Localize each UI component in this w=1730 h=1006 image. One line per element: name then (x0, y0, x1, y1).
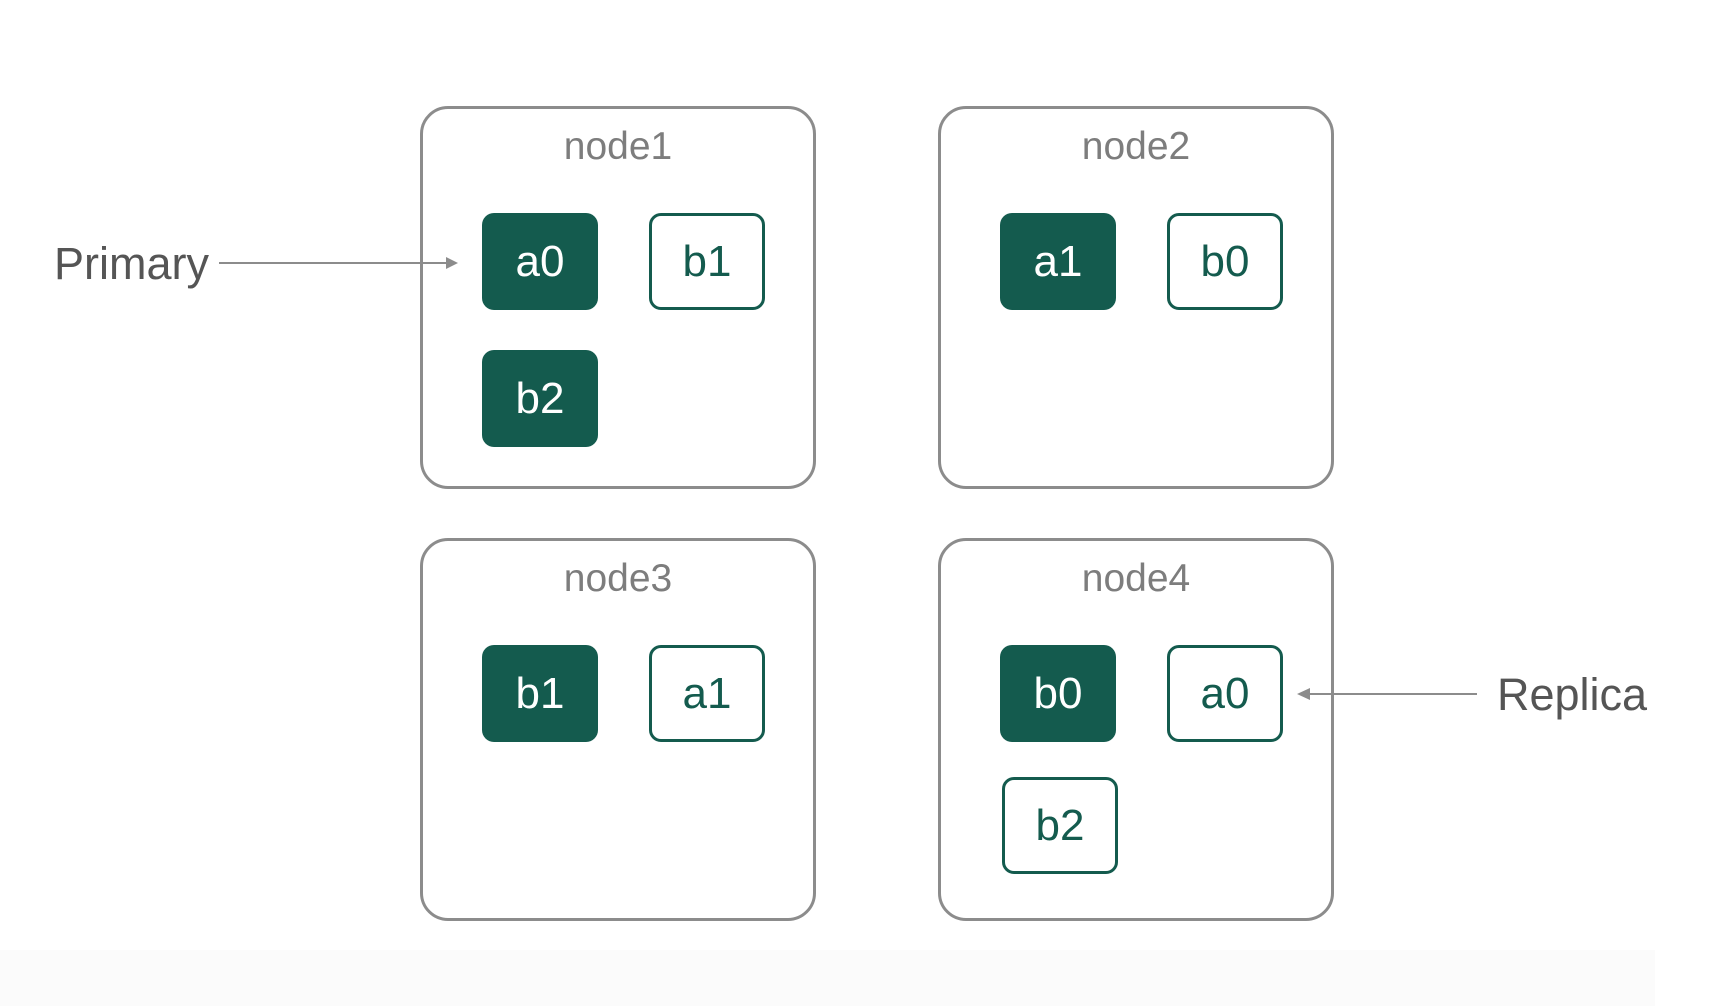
primary-shard-b2: b2 (482, 350, 598, 447)
shard-label: a0 (1200, 668, 1250, 718)
node-title: node4 (1081, 557, 1191, 600)
node-title: node2 (1081, 125, 1191, 168)
primary-label: Primary (54, 238, 209, 289)
replica-shard-a0: a0 (1167, 645, 1283, 742)
replica-shard-b1: b1 (649, 213, 765, 310)
replica-shard-a1: a1 (649, 645, 765, 742)
node-title: node1 (563, 125, 673, 168)
shard-label: b1 (682, 236, 732, 286)
primary-shard-a0: a0 (482, 213, 598, 310)
primary-shard-b1: b1 (482, 645, 598, 742)
shard-label: a0 (515, 236, 565, 286)
primary-shard-a1: a1 (1000, 213, 1116, 310)
shard-label: b2 (515, 373, 565, 423)
shard-label: a1 (682, 668, 732, 718)
replica-shard-b2: b2 (1002, 777, 1118, 874)
shard-label: b0 (1033, 668, 1083, 718)
node-box-node1: node1 a0 b1 b2 (420, 106, 816, 489)
shard-label: b1 (515, 668, 565, 718)
primary-shard-b0: b0 (1000, 645, 1116, 742)
shard-label: b0 (1200, 236, 1250, 286)
replica-label: Replica (1497, 669, 1648, 720)
shard-label: a1 (1033, 236, 1083, 286)
replica-arrow (1297, 688, 1477, 700)
node-box-node4: node4 b0 a0 b2 (938, 538, 1334, 921)
bottom-band (0, 950, 1655, 1006)
replica-shard-b0: b0 (1167, 213, 1283, 310)
shard-label: b2 (1035, 800, 1085, 850)
primary-arrow (219, 257, 458, 269)
node-box-node3: node3 b1 a1 (420, 538, 816, 921)
node-title: node3 (563, 557, 673, 600)
node-box-node2: node2 a1 b0 (938, 106, 1334, 489)
